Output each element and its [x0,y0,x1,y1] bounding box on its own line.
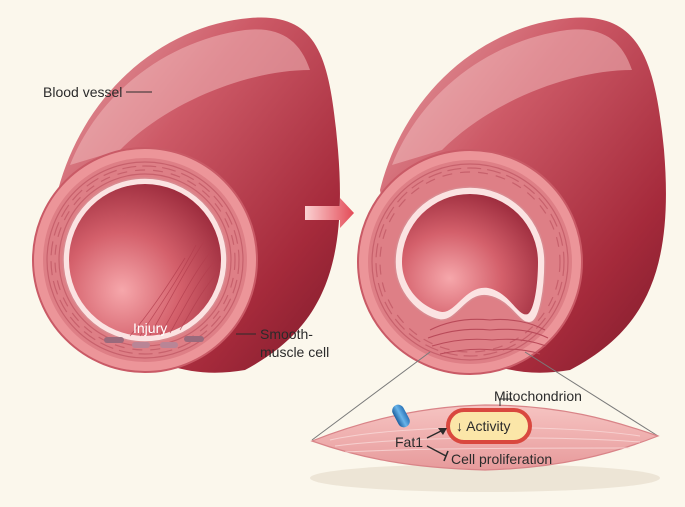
vessel-left-lumen [69,184,221,336]
smooth-muscle-label-line2: muscle cell [260,344,330,360]
cell-proliferation-label: Cell proliferation [451,451,553,467]
injured-cells [104,336,204,348]
smooth-muscle-cell-zoom [310,398,660,492]
arrowhead-icon [438,428,447,435]
mitochondrion [446,408,532,444]
injury-streaks [129,239,219,337]
injury-label: Injury [133,320,168,336]
fat1-label: Fat1 [395,434,424,450]
vessel-right-highlight [392,29,632,165]
zoom-lines [311,351,659,441]
fat1-inhibition-line [426,445,447,457]
fat1-activation-arrow [426,429,444,439]
right-arrow-icon [305,198,354,228]
smooth-muscle-label-line1: Smooth- [260,326,313,342]
vessel-left [32,17,340,373]
vessel-right-muscle-texture [371,163,569,361]
inhibition-bar-icon [443,450,449,462]
mitochondrion-leader [499,398,512,406]
proliferating-cells [427,318,549,355]
smooth-muscle-label: Smooth- muscle cell [260,325,329,361]
mitochondrion-label: Mitochondrion [494,388,582,404]
vessel-right-lumen [402,194,538,315]
capsule-icon [392,404,410,428]
blood-vessel-label: Blood vessel [43,84,123,100]
cell-shadow [310,464,660,492]
activity-label: ↓ Activity [456,418,511,434]
vessel-left-highlight [70,29,310,165]
vessel-right [357,17,666,375]
